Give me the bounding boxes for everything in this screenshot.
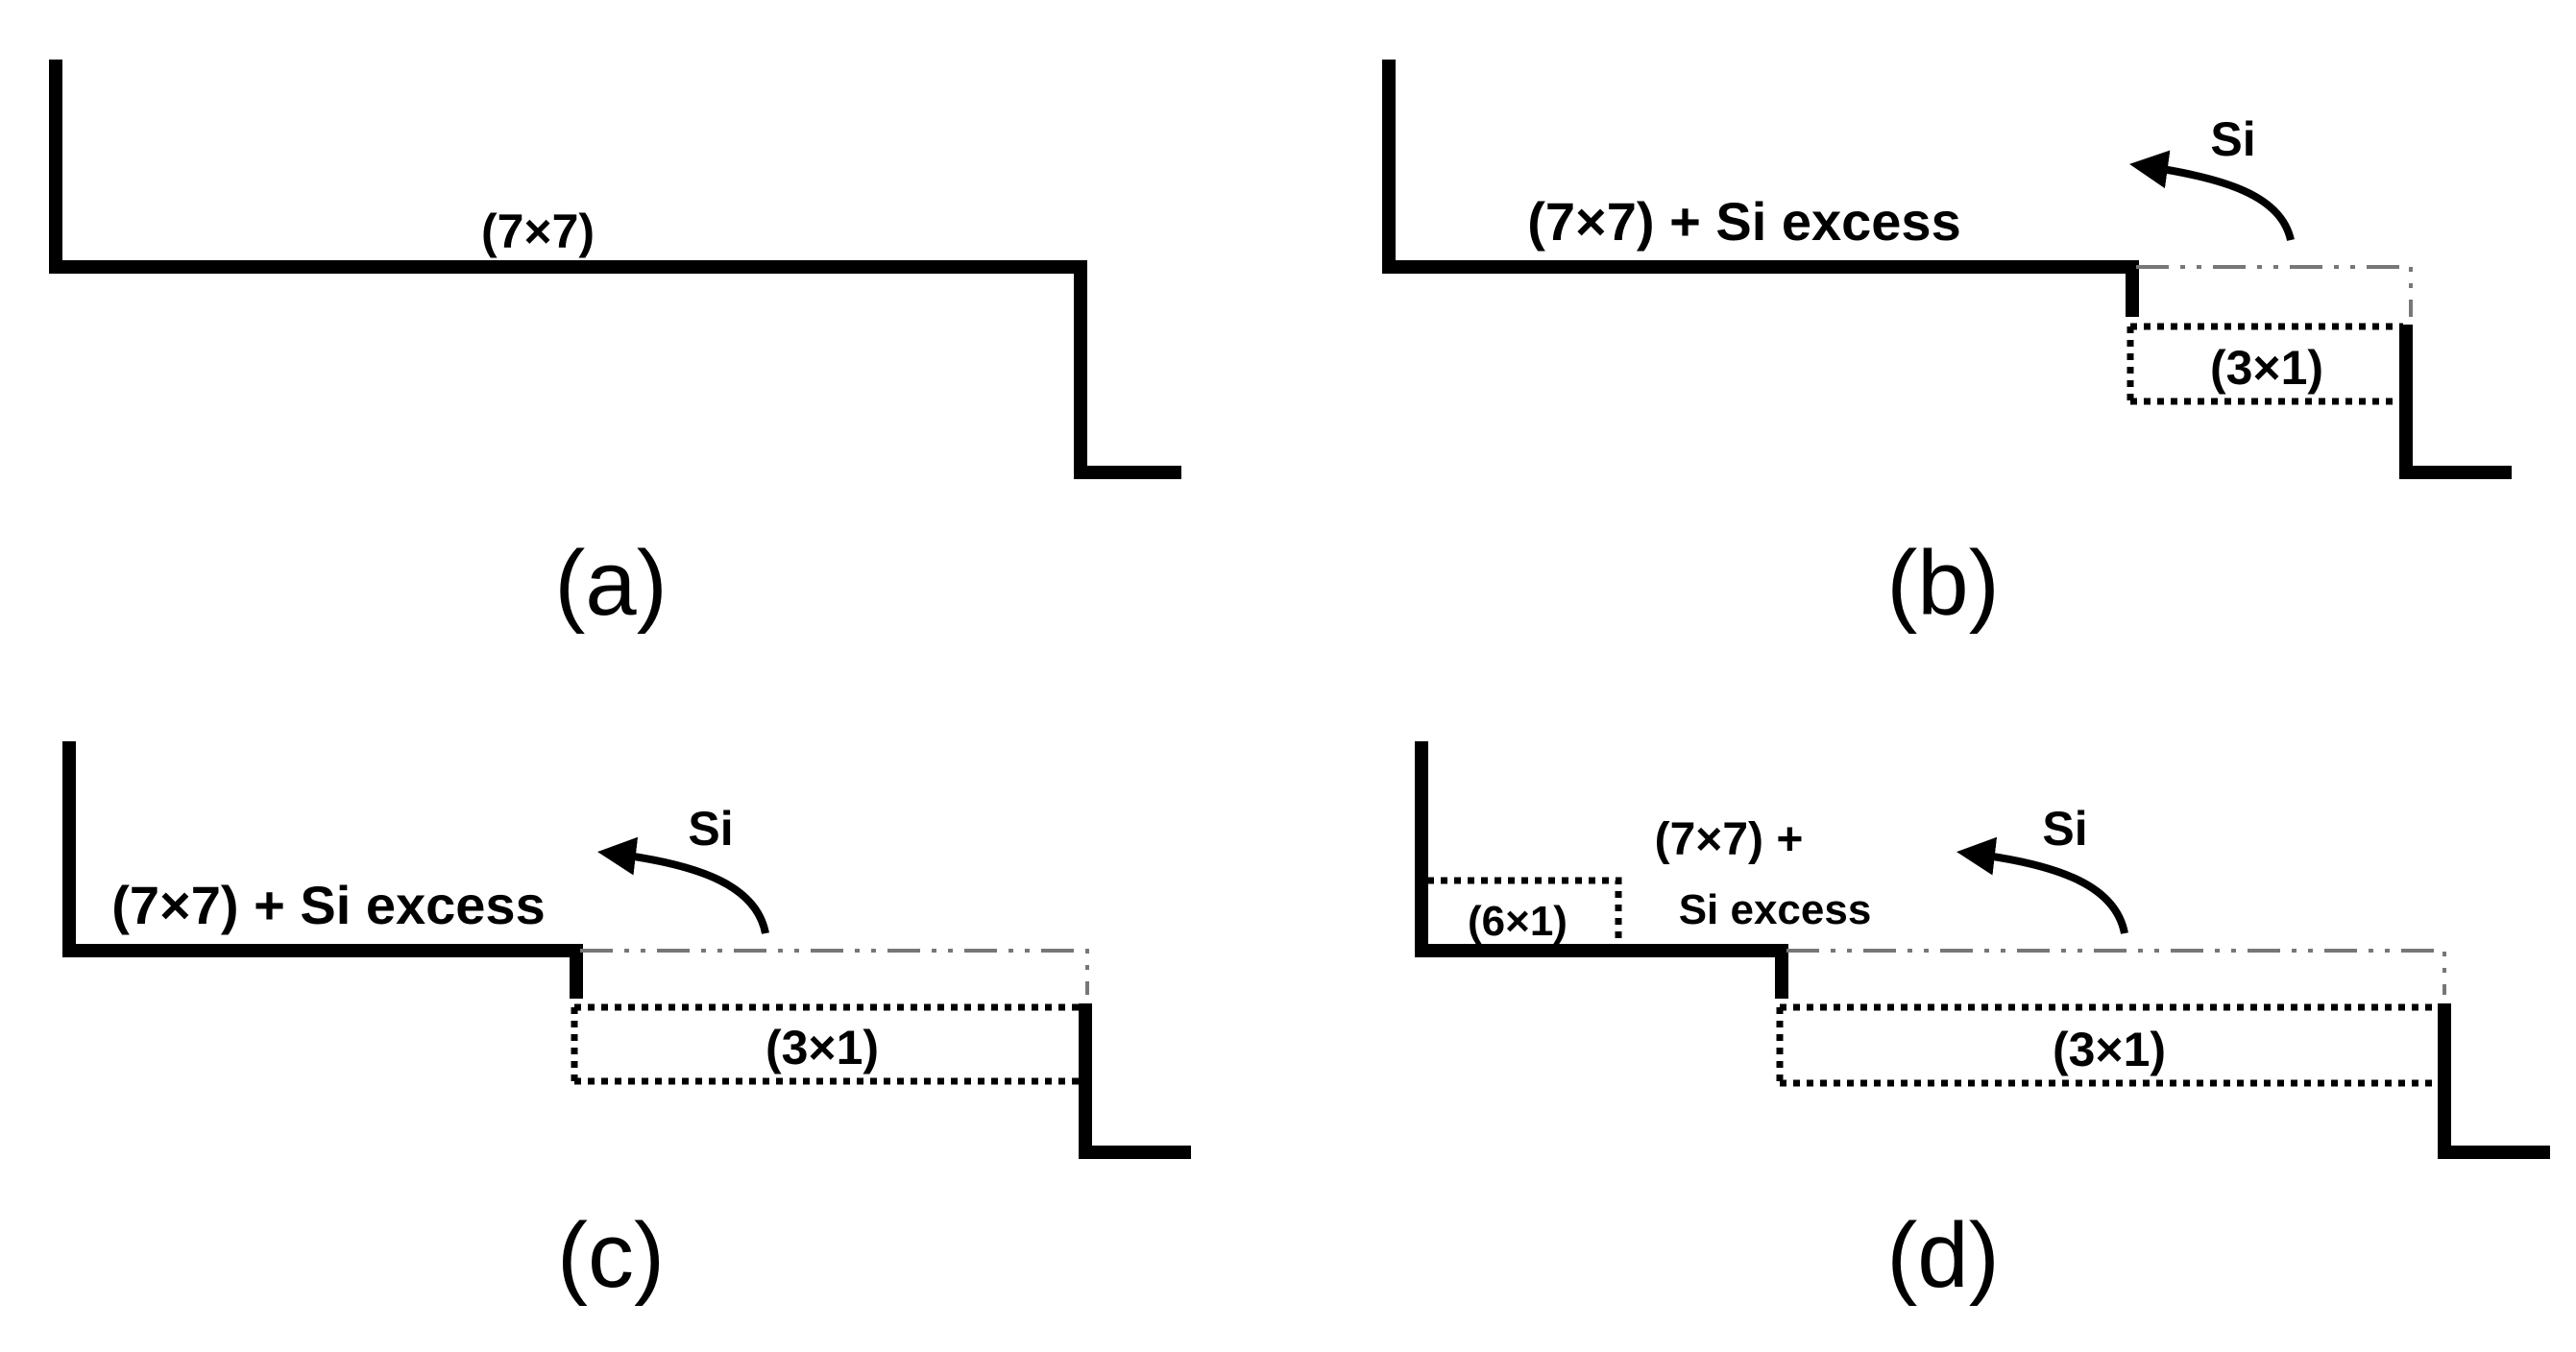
panel-c-si-label: Si <box>688 802 733 856</box>
panel-d-caption: (d) <box>1886 1204 1999 1307</box>
panel-a-surface-label: (7×7) <box>481 205 595 258</box>
panel-b-3x1-label: (3×1) <box>2210 341 2323 395</box>
panel-d-surface-label-line2: Si excess <box>1679 886 1872 933</box>
panel-d-3x1-region <box>1776 1003 2440 1087</box>
panel-d-3x1-label: (3×1) <box>2053 1023 2166 1076</box>
panel-c: (3×1) (7×7) + Si excess Si (c) <box>62 741 1191 1307</box>
panel-b-lower-step <box>2399 325 2512 479</box>
panel-b-upper-terrace <box>1382 60 2139 317</box>
panel-b-si-arrow-icon <box>2129 150 2295 242</box>
panel-c-lower-step <box>1079 1003 1191 1159</box>
panel-c-3x1-label: (3×1) <box>766 1021 879 1074</box>
panel-c-upper-terrace <box>62 741 583 999</box>
panel-a-step-profile <box>49 60 1181 479</box>
panel-a: (7×7) (a) <box>49 60 1181 635</box>
panel-d-si-label: Si <box>2042 802 2087 856</box>
panel-d-si-arrow-icon <box>1956 836 2128 934</box>
panel-b-3x1-region <box>2126 323 2403 405</box>
panel-d-original-surface-line <box>1786 949 2446 995</box>
panel-a-caption: (a) <box>554 532 667 635</box>
panel-c-si-arrow-icon <box>597 836 769 934</box>
panel-b-surface-label: (7×7) + Si excess <box>1527 191 1960 252</box>
panel-d-upper-terrace <box>1415 741 1788 999</box>
panel-c-caption: (c) <box>557 1204 665 1307</box>
panel-d-lower-step <box>2438 1003 2550 1159</box>
panel-d-6x1-label: (6×1) <box>1468 898 1567 945</box>
panel-c-original-surface-line <box>580 949 1089 995</box>
panel-d-6x1-region <box>1427 877 1622 943</box>
panel-b: (3×1) (7×7) + Si excess Si (b) <box>1382 60 2512 635</box>
panel-c-surface-label: (7×7) + Si excess <box>111 875 545 935</box>
panel-d-surface-label-line1: (7×7) + <box>1655 814 1804 865</box>
panel-b-original-surface-line <box>2136 265 2413 317</box>
panel-d: (3×1) (6×1) (7×7) + Si excess Si (d) <box>1415 741 2550 1307</box>
panel-b-si-label: Si <box>2210 112 2255 166</box>
panel-b-caption: (b) <box>1886 532 1999 635</box>
panel-c-3x1-region <box>571 1003 1081 1085</box>
